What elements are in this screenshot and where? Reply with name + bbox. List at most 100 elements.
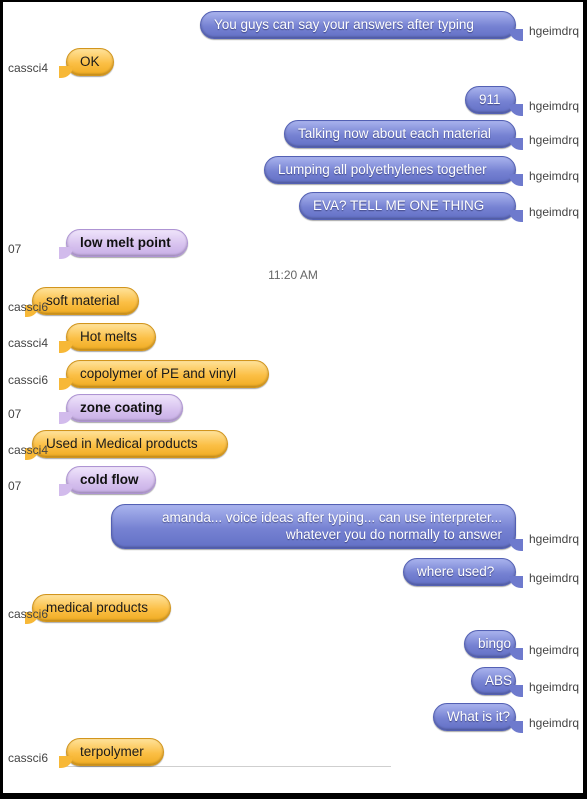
message-row: cold flow 07 [3, 466, 583, 496]
message-bubble: ABS [471, 667, 523, 697]
sender-name: cassci6 [8, 300, 49, 314]
sender-name: cassci6 [8, 607, 49, 621]
message-text: Lumping all polyethylenes together [278, 162, 487, 177]
message-bubble: bingo [464, 630, 523, 660]
message-row: EVA? TELL ME ONE THING hgeimdrq [3, 192, 583, 222]
sender-name: hgeimdrq [528, 680, 579, 694]
message-text: copolymer of PE and vinyl [80, 366, 237, 381]
message-text: 911 [479, 92, 501, 107]
message-text: Talking now about each material [298, 126, 491, 141]
bubble-tail [509, 648, 523, 660]
message-text: soft material [46, 293, 120, 308]
sender-name: hgeimdrq [528, 169, 579, 183]
sender-name: cassci4 [8, 443, 49, 457]
sender-name: cassci4 [8, 336, 49, 350]
message-bubble: zone coating [59, 394, 183, 424]
message-row: copolymer of PE and vinyl cassci6 [3, 360, 583, 390]
message-text: You guys can say your answers after typi… [214, 17, 474, 32]
message-text: amanda... voice ideas after typing... ca… [162, 510, 502, 542]
sender-name: hgeimdrq [528, 99, 579, 113]
message-row: 911 hgeimdrq [3, 86, 583, 116]
bubble-tail [59, 341, 73, 353]
message-row: bingo hgeimdrq [3, 630, 583, 660]
message-bubble: soft material [25, 287, 139, 317]
sender-name: hgeimdrq [528, 571, 579, 585]
bubble-tail [509, 539, 523, 551]
sender-name: hgeimdrq [528, 205, 579, 219]
message-bubble: Used in Medical products [25, 430, 228, 460]
sender-name: hgeimdrq [528, 643, 579, 657]
message-text: where used? [417, 564, 495, 579]
message-bubble: Hot melts [59, 323, 156, 353]
message-bubble: You guys can say your answers after typi… [200, 11, 523, 41]
message-bubble: low melt point [59, 229, 188, 259]
bubble-tail [59, 247, 73, 259]
message-text: Hot melts [80, 329, 138, 344]
message-bubble: EVA? TELL ME ONE THING [299, 192, 523, 222]
chat-transcript: 11:20 AM You guys can say your answers a… [3, 2, 583, 793]
bubble-tail [509, 104, 523, 116]
timestamp-divider: 11:20 AM [268, 268, 318, 282]
message-row: Lumping all polyethylenes together hgeimd… [3, 156, 583, 186]
message-bubble: copolymer of PE and vinyl [59, 360, 269, 390]
message-text: low melt point [80, 235, 171, 250]
message-row: amanda... voice ideas after typing... ca… [3, 504, 583, 551]
bubble-tail [509, 576, 523, 588]
sender-name: hgeimdrq [528, 24, 579, 38]
sender-name: hgeimdrq [528, 716, 579, 730]
message-text: ABS [485, 673, 513, 688]
sender-name: hgeimdrq [528, 133, 579, 147]
message-bubble: where used? [403, 558, 523, 588]
message-text: medical products [46, 600, 149, 615]
message-text: Used in Medical products [46, 436, 198, 451]
bubble-tail [509, 174, 523, 186]
divider-line [63, 766, 391, 767]
sender-name: hgeimdrq [528, 532, 579, 546]
message-bubble: terpolymer [59, 738, 164, 768]
bubble-tail [509, 29, 523, 41]
sender-name: 07 [8, 479, 22, 493]
message-bubble: Lumping all polyethylenes together [264, 156, 523, 186]
message-bubble: medical products [25, 594, 171, 624]
message-bubble: Talking now about each material [284, 120, 523, 150]
message-text: EVA? TELL ME ONE THING [313, 198, 485, 213]
message-text: What is it? [447, 709, 511, 724]
message-row: where used? hgeimdrq [3, 558, 583, 588]
message-text: bingo [478, 636, 512, 651]
sender-name: 07 [8, 407, 22, 421]
message-row: OK cassci4 [3, 48, 583, 78]
message-bubble: 911 [465, 86, 523, 116]
message-row: What is it? hgeimdrq [3, 703, 583, 733]
message-text: terpolymer [80, 744, 144, 759]
bubble-tail [509, 721, 523, 733]
message-row: low melt point 07 [3, 229, 583, 259]
bubble-tail [509, 685, 523, 697]
bubble-tail [59, 412, 73, 424]
message-row: terpolymer cassci6 [3, 738, 583, 768]
message-text: OK [80, 54, 100, 69]
sender-name: cassci4 [8, 61, 49, 75]
message-row: zone coating 07 [3, 394, 583, 424]
bubble-tail [59, 378, 73, 390]
message-bubble: OK [59, 48, 114, 78]
bubble-tail [59, 66, 73, 78]
message-row: ABS hgeimdrq [3, 667, 583, 697]
message-text: cold flow [80, 472, 139, 487]
message-row: You guys can say your answers after typi… [3, 11, 583, 41]
bubble-tail [509, 138, 523, 150]
message-bubble: cold flow [59, 466, 156, 496]
bubble-tail [509, 210, 523, 222]
message-bubble: What is it? [433, 703, 523, 733]
sender-name: 07 [8, 242, 22, 256]
sender-name: cassci6 [8, 373, 49, 387]
sender-name: cassci6 [8, 751, 49, 765]
bubble-tail [59, 484, 73, 496]
message-text: zone coating [80, 400, 163, 415]
message-bubble: amanda... voice ideas after typing... ca… [111, 504, 523, 551]
bubble-tail [59, 756, 73, 768]
message-row: Hot melts cassci4 [3, 323, 583, 353]
message-row: Talking now about each material hgeimdrq [3, 120, 583, 150]
